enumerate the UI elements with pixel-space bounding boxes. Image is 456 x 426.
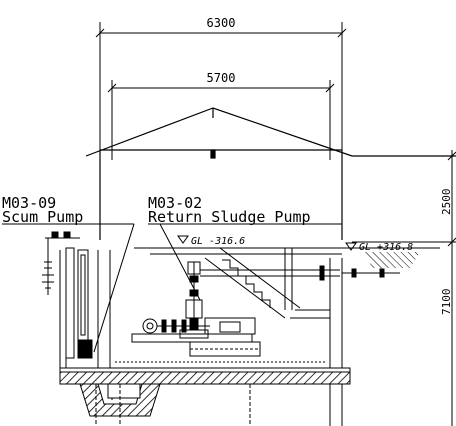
dimension-5700-label: 5700 [207,71,236,85]
scum-pump-name: Scum Pump [2,208,83,226]
discharge-pipe [200,265,400,281]
dimension-7100-label: 7100 [440,289,453,316]
inside-ground-level [134,235,342,255]
right-dimension-line [352,150,456,426]
scum-pump-leader-down [93,223,135,353]
dimension-2500-label: 2500 [440,189,453,216]
outside-ground-level [342,242,440,268]
return-sludge-pump-code: M03-02 [148,194,202,212]
roof [85,107,456,240]
inside-level-label: GL -316.6 [191,236,245,247]
floor-slab [59,367,351,417]
return-sludge-pump-name: Return Sludge Pump [148,208,311,226]
wet-well [59,250,343,370]
outside-level-label: GL +316.8 [359,242,413,253]
foundation-lines [95,384,343,426]
dimension-5700 [107,80,335,160]
dimension-6300-label: 6300 [207,16,236,30]
horizontal-pump-assembly [131,317,261,357]
scum-pump-code: M03-09 [2,194,56,212]
return-sludge-pump-leader-down [159,223,201,301]
staircase [204,247,330,319]
scum-pump-assembly [42,231,93,359]
dimension-6300 [95,22,347,160]
